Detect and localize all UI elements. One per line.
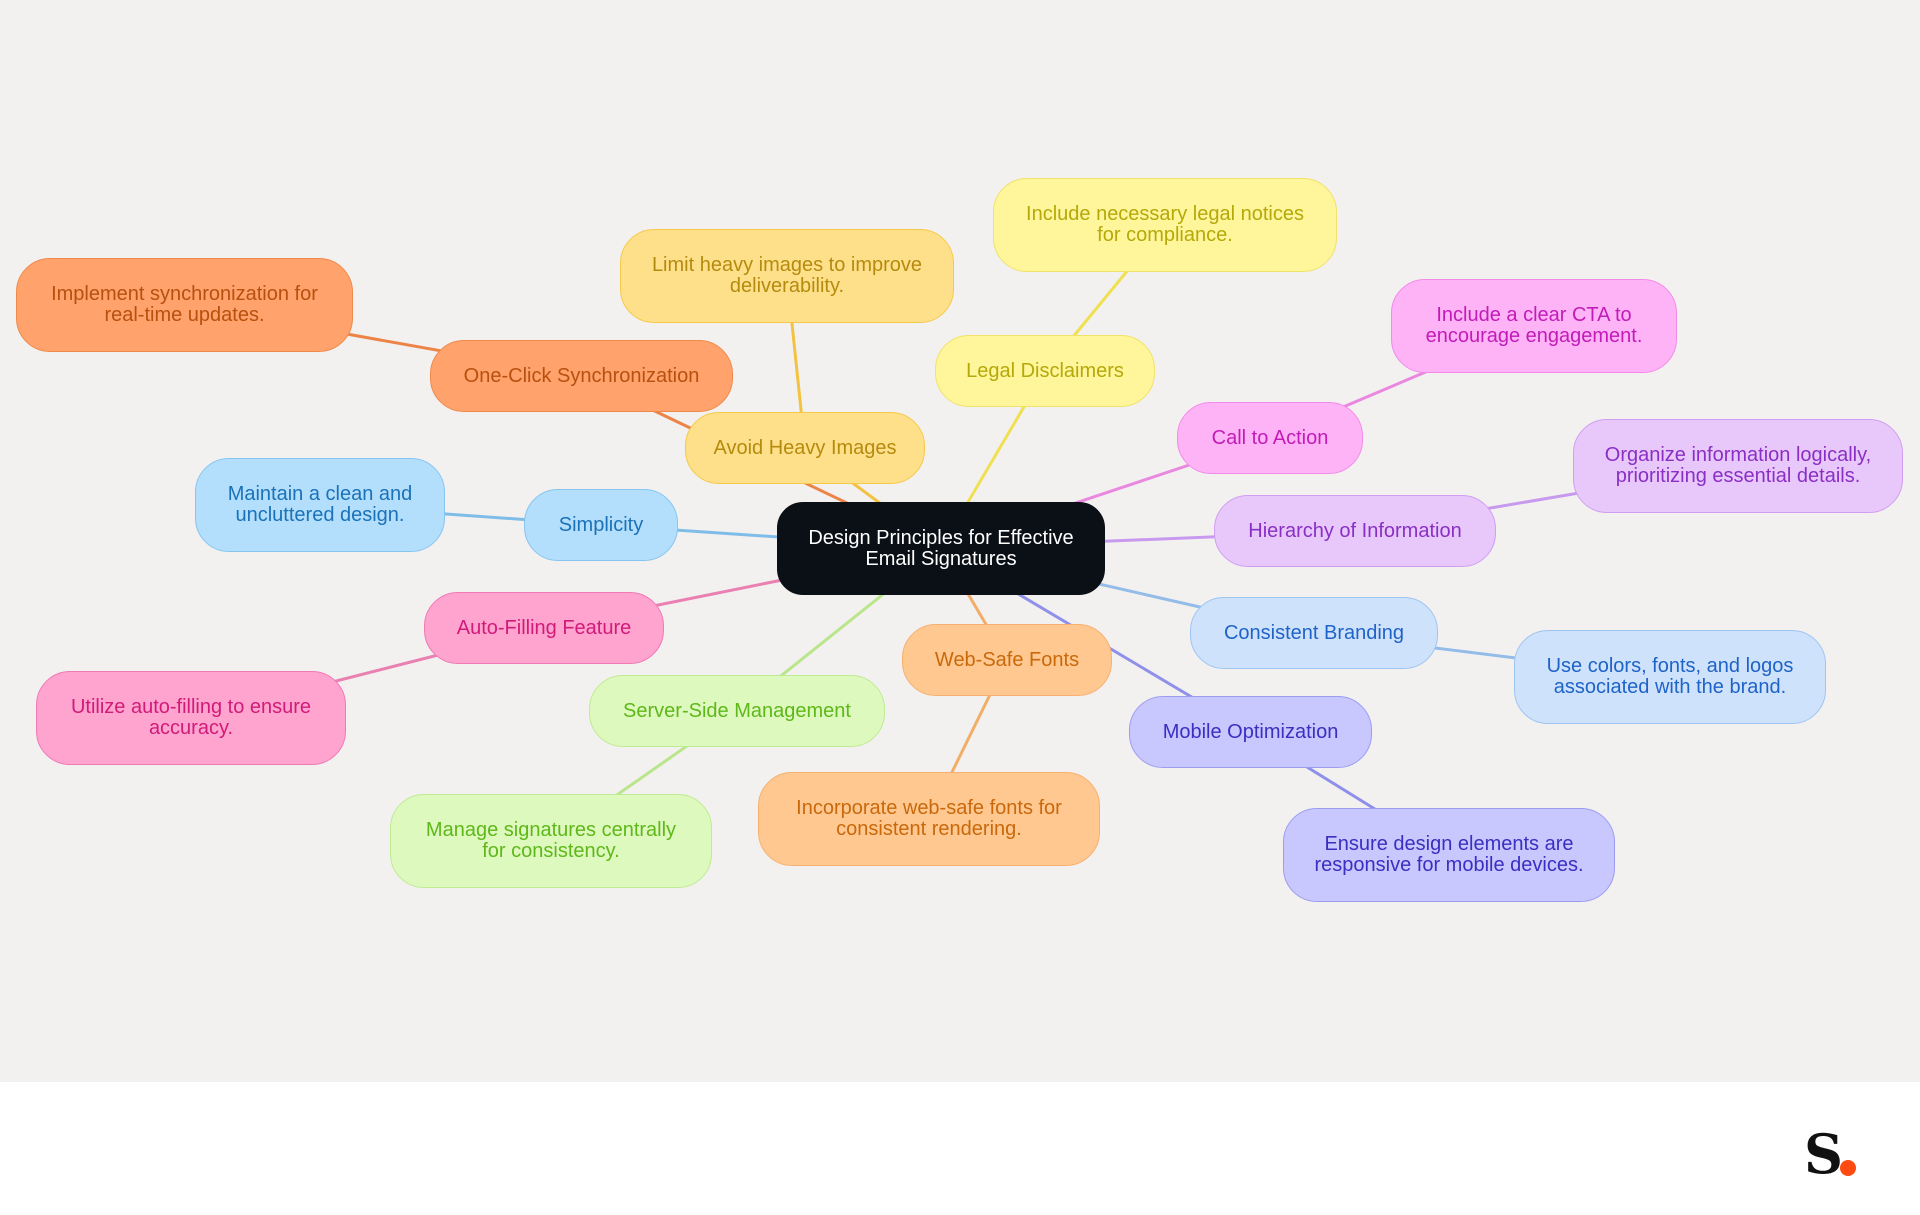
branch-node-server-side-management[interactable]: Server-Side Management bbox=[589, 675, 885, 747]
detail-node-avoid-heavy-images[interactable]: Limit heavy images to improve deliverabi… bbox=[620, 229, 954, 323]
detail-node-mobile-optimization[interactable]: Ensure design elements are responsive fo… bbox=[1283, 808, 1615, 902]
branch-node-call-to-action[interactable]: Call to Action bbox=[1177, 402, 1363, 474]
detail-node-server-side-management[interactable]: Manage signatures centrally for consiste… bbox=[390, 794, 712, 888]
detail-node-one-click-synchronization[interactable]: Implement synchronization for real-time … bbox=[16, 258, 353, 352]
branch-node-mobile-optimization[interactable]: Mobile Optimization bbox=[1129, 696, 1372, 768]
detail-node-web-safe-fonts[interactable]: Incorporate web-safe fonts for consisten… bbox=[758, 772, 1100, 866]
mindmap-canvas: Design Principles for Effective Email Si… bbox=[0, 0, 1920, 1082]
branch-node-legal-disclaimers[interactable]: Legal Disclaimers bbox=[935, 335, 1155, 407]
detail-node-call-to-action[interactable]: Include a clear CTA to encourage engagem… bbox=[1391, 279, 1677, 373]
branch-node-web-safe-fonts[interactable]: Web-Safe Fonts bbox=[902, 624, 1112, 696]
branch-node-avoid-heavy-images[interactable]: Avoid Heavy Images bbox=[685, 412, 925, 484]
detail-node-hierarchy-of-information[interactable]: Organize information logically, prioriti… bbox=[1573, 419, 1903, 513]
center-node[interactable]: Design Principles for Effective Email Si… bbox=[777, 502, 1105, 595]
brand-logo-dot bbox=[1840, 1160, 1856, 1176]
branch-node-simplicity[interactable]: Simplicity bbox=[524, 489, 678, 561]
branch-node-hierarchy-of-information[interactable]: Hierarchy of Information bbox=[1214, 495, 1496, 567]
brand-logo: S bbox=[1804, 1122, 1843, 1186]
branch-node-consistent-branding[interactable]: Consistent Branding bbox=[1190, 597, 1438, 669]
detail-node-auto-filling-feature[interactable]: Utilize auto-filling to ensure accuracy. bbox=[36, 671, 346, 765]
detail-node-consistent-branding[interactable]: Use colors, fonts, and logos associated … bbox=[1514, 630, 1826, 724]
detail-node-simplicity[interactable]: Maintain a clean and uncluttered design. bbox=[195, 458, 445, 552]
footer bbox=[0, 1082, 1920, 1215]
branch-node-one-click-synchronization[interactable]: One-Click Synchronization bbox=[430, 340, 733, 412]
branch-node-auto-filling-feature[interactable]: Auto-Filling Feature bbox=[424, 592, 664, 664]
detail-node-legal-disclaimers[interactable]: Include necessary legal notices for comp… bbox=[993, 178, 1337, 272]
